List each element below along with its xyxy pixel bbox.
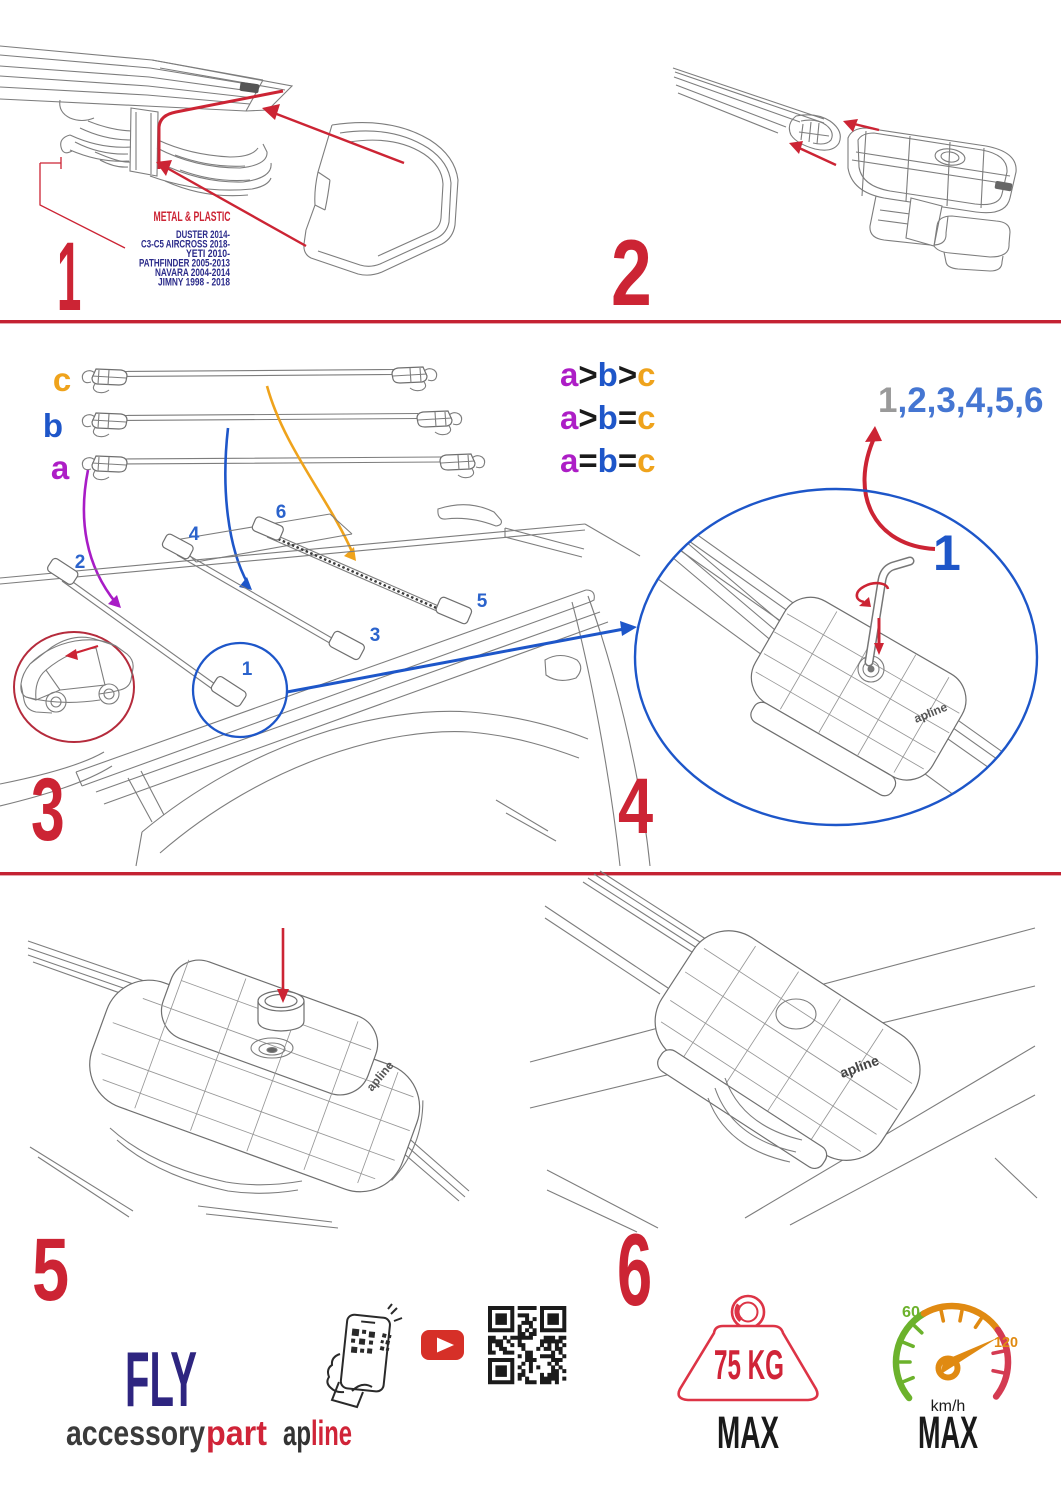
svg-text:4: 4 [618,762,653,850]
svg-text:2: 2 [75,552,86,573]
svg-text:3: 3 [31,760,65,859]
svg-text:1: 1 [242,659,253,680]
svg-text:3: 3 [370,625,381,646]
svg-text:YETI 2010-: YETI 2010- [186,248,230,260]
svg-text:DUSTER 2014-: DUSTER 2014- [176,229,230,241]
svg-text:a>b>c: a>b>c [560,356,655,393]
svg-text:1,2,3,4,5,6: 1,2,3,4,5,6 [878,381,1043,420]
svg-text:2: 2 [611,220,652,325]
svg-text:4: 4 [189,524,200,545]
svg-text:c: c [53,361,71,398]
svg-text:120: 120 [994,1334,1018,1351]
svg-text:km/h: km/h [931,1398,966,1415]
svg-text:6: 6 [276,502,287,523]
svg-text:C3-C5 AIRCROSS 2018-: C3-C5 AIRCROSS 2018- [141,239,230,251]
svg-text:ap: ap [283,1414,311,1453]
svg-text:PATHFINDER 2005-2013: PATHFINDER 2005-2013 [139,258,230,270]
svg-text:NAVARA 2004-2014: NAVARA 2004-2014 [155,267,231,279]
svg-text:60: 60 [902,1304,920,1321]
svg-text:MAX: MAX [717,1407,779,1458]
svg-text:b: b [43,407,63,444]
svg-text:part: part [206,1414,267,1453]
svg-text:a=b=c: a=b=c [560,442,655,479]
svg-text:5: 5 [477,591,488,612]
svg-text:FLY: FLY [125,1335,197,1423]
svg-text:line: line [311,1414,352,1453]
svg-text:1: 1 [57,222,81,330]
svg-text:METAL & PLASTIC: METAL & PLASTIC [154,209,231,224]
svg-text:a: a [51,449,70,486]
svg-text:6: 6 [617,1212,652,1326]
svg-text:accessory: accessory [66,1414,205,1453]
svg-text:5: 5 [32,1220,69,1320]
svg-text:75 KG: 75 KG [714,1341,784,1388]
svg-text:1: 1 [933,525,961,581]
svg-text:a>b=c: a>b=c [560,399,655,436]
svg-text:JIMNY 1998 - 2018: JIMNY 1998 - 2018 [158,277,230,289]
svg-text:MAX: MAX [918,1407,978,1458]
